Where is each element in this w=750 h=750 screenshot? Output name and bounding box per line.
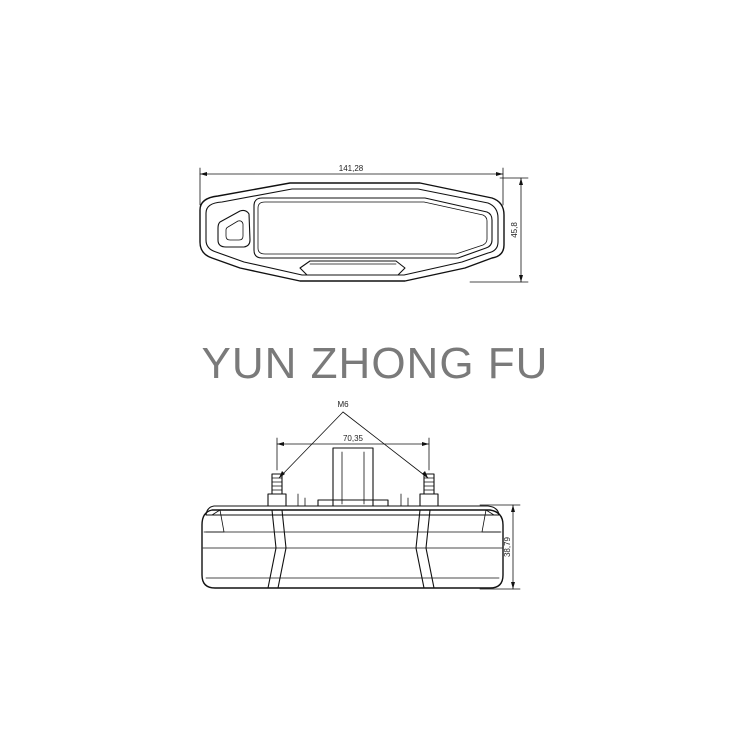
spacing-arrow-right	[422, 442, 429, 446]
rib-right-inner	[415, 509, 425, 589]
button-outer	[217, 209, 251, 248]
width-arrow-left	[200, 172, 207, 176]
housing-outline	[199, 182, 505, 282]
spacing-dimension-label: 70,35	[343, 434, 364, 443]
width-dimension-label: 141,28	[339, 164, 364, 173]
right-stud-thread	[423, 473, 435, 495]
left-stud-base	[267, 493, 287, 507]
side-corner-right	[481, 509, 501, 533]
top-view: 141,28 45,8	[199, 164, 529, 283]
thread-label: M6	[337, 400, 349, 409]
bottom-tab	[299, 260, 406, 276]
mount-bracket-base	[317, 499, 389, 507]
rib-right	[425, 509, 435, 589]
right-stud-base	[419, 493, 439, 507]
leader-left	[278, 411, 344, 479]
side-height-arrow-top	[511, 505, 515, 512]
mount-bracket	[332, 447, 374, 507]
display-window	[253, 197, 493, 259]
side-corner-left	[205, 509, 225, 533]
button-icon	[225, 220, 244, 241]
height-dimension-label: 45,8	[510, 222, 519, 238]
right-stud	[419, 473, 439, 507]
rib-left-inner	[277, 509, 287, 589]
side-view: M6 70,35 38,79	[201, 400, 521, 590]
watermark-text: YUN ZHONG FU	[202, 339, 549, 388]
spacing-arrow-left	[277, 442, 284, 446]
leader-right	[342, 411, 429, 479]
side-body-top-rim	[205, 505, 500, 516]
display-window-inner	[257, 201, 488, 255]
side-height-dimension-label: 38,79	[503, 536, 512, 557]
height-arrow-top	[519, 178, 523, 185]
housing-inner-outline	[205, 188, 499, 276]
side-body-outline	[201, 509, 504, 589]
height-arrow-bottom	[519, 275, 523, 282]
width-arrow-right	[496, 172, 503, 176]
side-height-arrow-bottom	[511, 582, 515, 589]
left-stud	[267, 473, 287, 507]
rib-left	[267, 509, 277, 589]
